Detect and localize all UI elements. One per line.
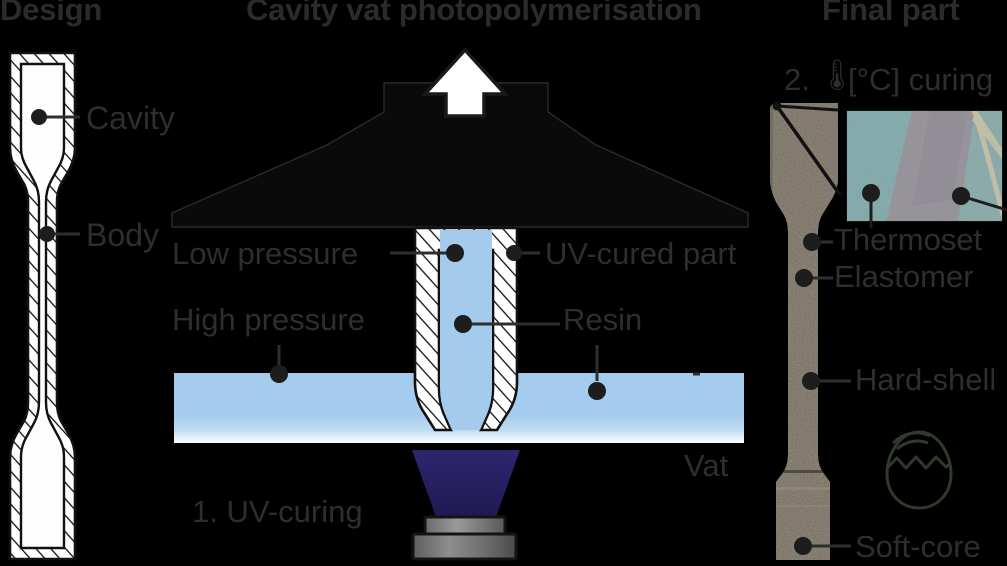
label-uv-cured-part: UV-cured part <box>545 236 737 271</box>
build-platform <box>171 82 749 228</box>
label-body: Body <box>86 217 159 253</box>
leader-resin <box>454 315 560 333</box>
leader-vat <box>588 345 700 400</box>
leader-cavity <box>31 109 80 125</box>
label-cavity: Cavity <box>86 100 175 136</box>
uv-beam <box>412 450 520 517</box>
label-high-pressure: High pressure <box>172 302 365 337</box>
label-vat: Vat <box>684 448 729 483</box>
label-resin: Resin <box>563 302 643 337</box>
label-curing-step-number: 2. <box>784 62 810 97</box>
cracked-egg-icon <box>885 430 953 510</box>
thermometer-icon: 🌡 <box>818 59 857 92</box>
label-uv-curing-step: 1. UV-curing <box>192 494 363 529</box>
leader-elastomer-specimen <box>795 269 833 287</box>
design-specimen <box>8 51 77 561</box>
leader-soft-core <box>794 537 851 555</box>
label-soft-core: Soft-core <box>855 529 981 564</box>
uv-cured-part-wall <box>413 226 519 432</box>
leader-body <box>39 226 80 242</box>
heading-design: Design <box>0 0 103 27</box>
leader-thermoset-specimen <box>803 233 833 251</box>
label-celsius-curing: [°C] curing <box>848 62 994 97</box>
leader-uv-cured-part <box>506 245 540 261</box>
final-specimen <box>770 103 838 560</box>
leader-high-pressure <box>270 345 288 383</box>
leader-hard-shell <box>802 372 851 390</box>
label-elastomer: Elastomer <box>834 259 974 294</box>
label-thermoset: Thermoset <box>834 222 983 257</box>
heading-final-part: Final part <box>822 0 960 27</box>
up-arrow-icon <box>421 47 509 118</box>
heading-process: Cavity vat photopolymerisation <box>246 0 702 27</box>
leader-thermoset <box>862 184 880 228</box>
label-hard-shell: Hard-shell <box>855 362 997 397</box>
leader-low-pressure <box>390 244 464 262</box>
leader-elastomer <box>952 187 1007 212</box>
projector-body <box>411 532 518 561</box>
label-low-pressure: Low pressure <box>172 236 359 271</box>
micrograph-callout-line <box>772 101 842 197</box>
design-cavity-void <box>19 62 66 550</box>
